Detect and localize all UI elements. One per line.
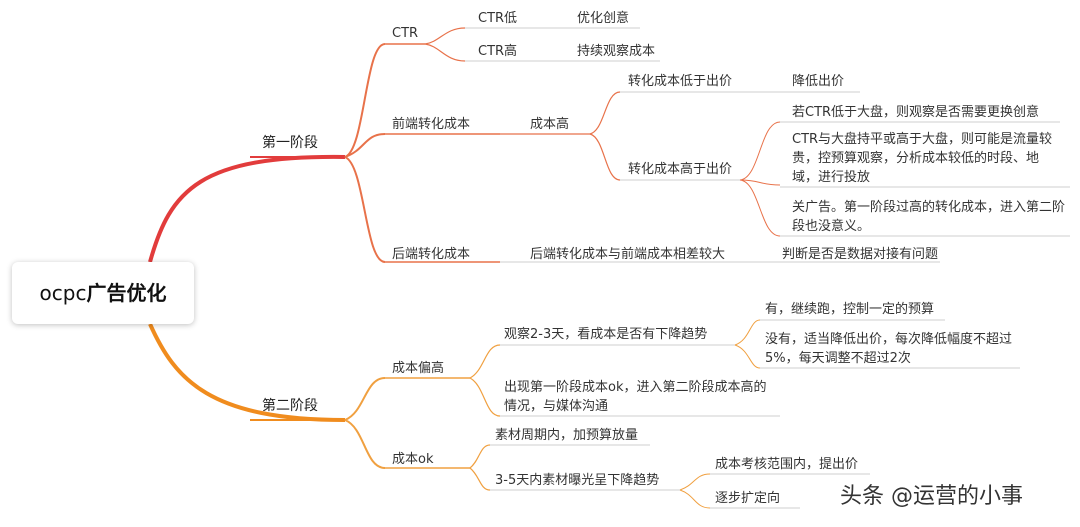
- front-cost-high: 成本高: [530, 117, 570, 132]
- stage2-label: 第二阶段: [262, 398, 318, 414]
- above-bid-action-3: 关广告。第一阶段过高的转化成本，进入第二阶段也没意义。: [792, 200, 1066, 234]
- back-cost-node: 后端转化成本: [392, 247, 471, 262]
- root-title-prefix: ocpc: [39, 281, 87, 305]
- front-cost-node: 前端转化成本: [392, 117, 471, 132]
- ctr-high-action: 持续观察成本: [577, 44, 656, 59]
- root-title-bold: 广告优化: [86, 281, 167, 305]
- stage1-ok-note: 出现第一阶段成本ok，进入第二阶段成本高的情况，与媒体沟通: [504, 380, 767, 414]
- in-period-node: 素材周期内，加预算放量: [495, 428, 639, 443]
- ok-cost-node: 成本ok: [392, 452, 434, 467]
- expand-targeting-node: 逐步扩定向: [715, 491, 781, 506]
- back-cost-check: 判断是否是数据对接有问题: [782, 247, 939, 262]
- above-bid-action-1: 若CTR低于大盘，则观察是否需要更换创意: [792, 105, 1040, 120]
- below-bid-node: 转化成本低于出价: [628, 74, 733, 89]
- observe-node: 观察2-3天，看成本是否有下降趋势: [504, 327, 708, 342]
- back-cost-gap: 后端转化成本与前端成本相差较大: [530, 247, 726, 262]
- connector-root-stage2: [148, 323, 346, 422]
- ctr-high-node: CTR高: [478, 44, 518, 59]
- root-title: ocpc广告优化: [12, 262, 194, 324]
- above-bid-node: 转化成本高于出价: [628, 162, 733, 177]
- raise-bid-node: 成本考核范围内，提出价: [715, 457, 859, 472]
- high-cost-node: 成本偏高: [392, 361, 445, 376]
- above-bid-action-2: CTR与大盘持平或高于大盘，则可能是流量较贵，控预算观察，分析成本较低的时段、地…: [792, 132, 1053, 185]
- ctr-node: CTR: [392, 26, 419, 41]
- ctr-low-action: 优化创意: [577, 11, 630, 26]
- observe-no: 没有，适当降低出价，每次降低幅度不超过5%，每天调整不超过2次: [765, 332, 1013, 366]
- root-node: ocpc广告优化: [12, 262, 194, 324]
- ctr-low-node: CTR低: [478, 11, 518, 26]
- watermark: 头条 @运营的小事: [840, 484, 1023, 509]
- below-bid-action: 降低出价: [792, 74, 845, 89]
- connector-root-stage1: [148, 154, 346, 263]
- observe-yes: 有，继续跑，控制一定的预算: [765, 302, 935, 317]
- stage1-label: 第一阶段: [262, 135, 318, 151]
- decline-node: 3-5天内素材曝光呈下降趋势: [495, 473, 660, 488]
